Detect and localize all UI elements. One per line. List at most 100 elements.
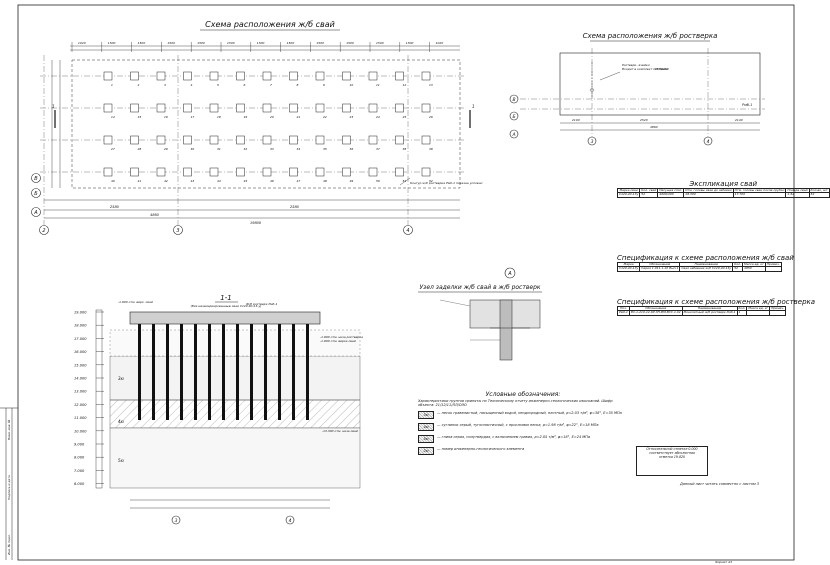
pile-number: 6 — [244, 83, 246, 87]
pile-number: 17 — [191, 115, 195, 119]
svg-text:3: 3 — [175, 518, 178, 524]
node-detail: А Узел заделки ж/б свай в ж/б ростверк — [418, 267, 542, 361]
legend-text: — песок гравелистый, насыщенный водой, н… — [437, 410, 622, 415]
legend-item: 5ю— глина серая, полутвердая, с включени… — [418, 434, 628, 443]
svg-text:В: В — [34, 176, 38, 182]
dimension-label: 1500 — [316, 41, 324, 45]
svg-text:ГВЛ0480: ГВЛ0480 — [655, 67, 669, 71]
svg-text:В: В — [512, 97, 515, 103]
pile-number: 3 — [164, 83, 166, 87]
pile: 20 — [262, 103, 274, 119]
table-cell — [764, 266, 782, 272]
svg-text:Ростверк- ячейки: Ростверк- ячейки — [622, 63, 650, 67]
pile: 25 — [395, 103, 406, 119]
pile: 19 — [236, 103, 248, 119]
pile: 43 — [183, 167, 194, 183]
pile: 11 — [368, 71, 380, 87]
pile: 3 — [156, 71, 166, 87]
pile: 42 — [156, 167, 168, 183]
svg-text:5ю: 5ю — [118, 458, 125, 463]
svg-text:Б: Б — [34, 191, 38, 197]
table-cell: 1-52 — [785, 192, 810, 198]
pile-number: 19 — [244, 115, 248, 119]
svg-text:А: А — [507, 271, 512, 277]
elevation-label: 10.000 — [74, 429, 87, 433]
dimension-label: 1500 — [406, 41, 414, 45]
svg-text:2: 2 — [42, 228, 45, 234]
elevation-label: 9.000 — [74, 443, 85, 447]
pile: 49 — [342, 167, 353, 183]
dimension-label: 1500 — [376, 41, 384, 45]
pile-number: 32 — [244, 147, 248, 151]
pile-number: 22 — [323, 115, 327, 119]
legend-swatch: 2ю — [418, 446, 434, 455]
elevation-label: 13.000 — [74, 390, 87, 394]
pile-number: 26 — [429, 115, 433, 119]
table-cell: С120.40-13у — [616, 266, 641, 272]
pile: 40 — [103, 167, 115, 183]
pile-number: 42 — [164, 179, 168, 183]
pile: 15 — [130, 103, 141, 119]
pile: 30 — [183, 135, 195, 151]
pile: 10 — [342, 71, 354, 87]
svg-text:А: А — [33, 210, 38, 216]
pile: 17 — [183, 103, 195, 119]
pile-number: 40 — [111, 179, 115, 183]
section-pile — [278, 324, 281, 420]
pile-number: 20 — [270, 115, 274, 119]
axis-bubble-a: А — [31, 207, 41, 217]
dimension-label: 1500 — [257, 41, 265, 45]
svg-text:3: 3 — [591, 139, 594, 145]
svg-text:Подпись и дата: Подпись и дата — [7, 475, 11, 500]
section-axis-4: 4 — [285, 515, 295, 525]
table-cell — [769, 310, 787, 316]
grillage-plan-title: Схема расположения ж/б ростверка — [583, 32, 718, 40]
table-cell: Свая забивная ж/б С120.40-13у — [679, 266, 734, 272]
pile: 1 — [103, 71, 113, 87]
svg-text:2100: 2100 — [572, 118, 580, 122]
elevation-label: 6.000 — [74, 482, 85, 486]
pile-number: 29 — [164, 147, 168, 151]
pile: 31 — [209, 135, 221, 151]
section-pile — [250, 324, 253, 420]
sheet-frame — [17, 4, 795, 561]
elevation-label: 16.000 — [74, 350, 87, 354]
legend-text: — глина серая, полутвердая, с включением… — [437, 434, 591, 439]
pile: 32 — [236, 135, 248, 151]
svg-text:1: 1 — [52, 104, 55, 109]
pile-number: 11 — [376, 83, 380, 87]
section-title: 1-1 — [220, 294, 231, 302]
dimension-label: 1020 — [436, 41, 444, 45]
pile: 33 — [262, 135, 274, 151]
pile-number: 5 — [217, 83, 219, 87]
dimension-label: 1500 — [227, 41, 235, 45]
elevation-label: 17.000 — [74, 337, 87, 341]
pile-number: 30 — [191, 147, 195, 151]
svg-text:4: 4 — [707, 139, 710, 145]
pile: 24 — [368, 103, 380, 119]
pile: 9 — [315, 71, 325, 87]
table-cell: Рмб-1 — [617, 310, 630, 316]
axis-bubble-2: 2 — [39, 225, 49, 235]
pile: 45 — [236, 167, 247, 183]
grillage-axis-4: 4 — [703, 136, 713, 146]
svg-text:Входит в комплект поставки: Входит в комплект поставки — [622, 67, 668, 71]
grillage-axis-b: Б — [509, 111, 519, 121]
legend-swatch: 3ю — [418, 410, 434, 419]
pile-number: 10 — [350, 83, 354, 87]
pile-number: 38 — [403, 147, 407, 151]
pile: 27 — [103, 135, 115, 151]
pile-number: 51 — [403, 179, 407, 183]
svg-text:1: 1 — [472, 104, 475, 109]
pile: 37 — [368, 135, 380, 151]
pile: 13 — [421, 71, 433, 87]
svg-text:2520: 2520 — [640, 118, 648, 122]
dimension-label: 1500 — [197, 41, 205, 45]
pile: 35 — [315, 135, 327, 151]
grillage-outline — [559, 52, 761, 116]
table-cell: 17.700 — [732, 192, 787, 198]
pile: 52 — [421, 167, 433, 183]
svg-text:2140: 2140 — [735, 118, 743, 122]
pile: 38 — [395, 135, 407, 151]
